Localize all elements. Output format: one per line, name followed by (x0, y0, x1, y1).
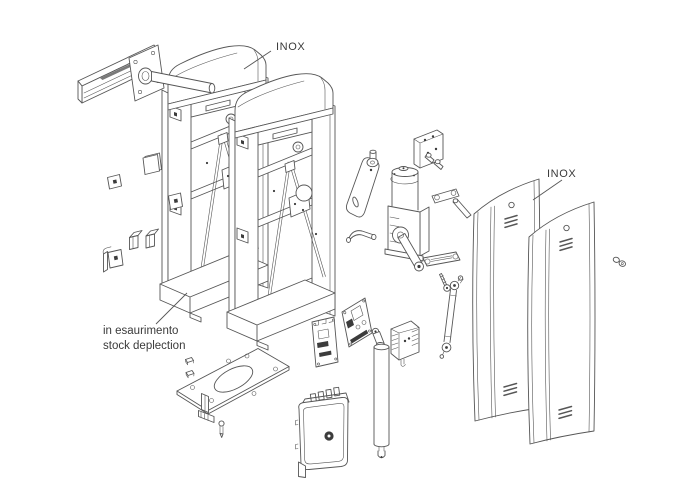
circuit-board-angled (341, 297, 373, 348)
transformer (390, 320, 420, 367)
release-rod (346, 230, 377, 243)
door-panel-front (526, 201, 596, 445)
label-inox-side: INOX (547, 168, 576, 180)
leader-line-stock-note (155, 292, 188, 325)
tie-rod (439, 275, 464, 359)
circuit-board-vertical (311, 316, 339, 368)
foundation-plate-assembly (176, 348, 290, 438)
motor-gearbox-assembly (384, 166, 472, 292)
stock-note-line1: in esaurimento (103, 325, 178, 337)
boom-bracket-assembly (77, 44, 216, 104)
cabinet-frame-front (226, 73, 336, 351)
leader-line-inox-top (243, 50, 272, 70)
label-inox-top: INOX (276, 41, 305, 53)
balance-lever-arm (345, 149, 380, 218)
leader-line-inox-side (532, 179, 563, 201)
small-fastener (612, 256, 626, 267)
control-box (295, 386, 350, 478)
motor-mount-plate (413, 129, 444, 170)
cover-plates (102, 152, 183, 273)
stock-note-line2: stock deplection (103, 340, 185, 352)
gas-spring (371, 327, 390, 459)
